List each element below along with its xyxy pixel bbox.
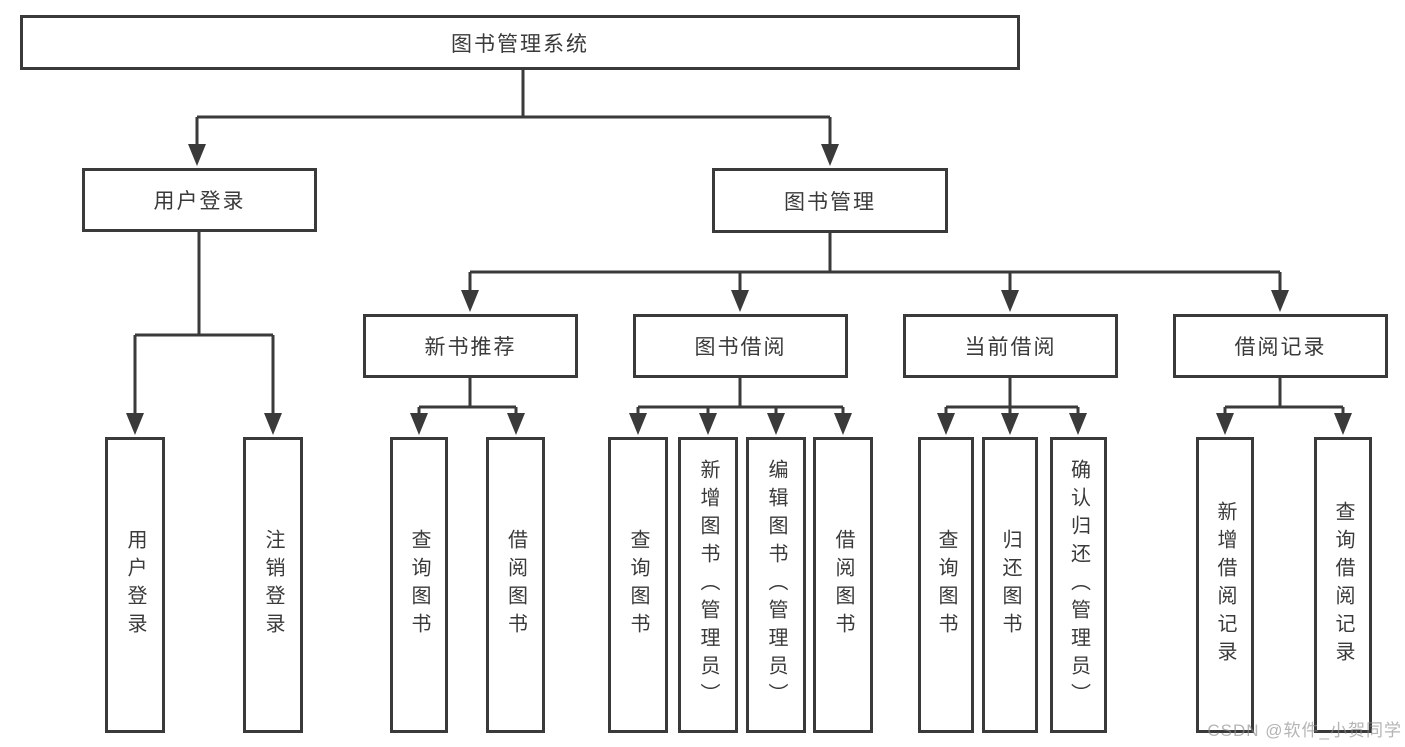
node-label: 归还图书	[999, 529, 1021, 641]
leaf-current-query-books: 查询图书	[918, 437, 974, 733]
leaf-records-query-borrow-record: 查询借阅记录	[1314, 437, 1372, 733]
leaf-borrowing-add-book-admin: 新增图书（管理员）	[678, 437, 738, 733]
node-label: 图书管理系统	[451, 32, 589, 56]
leaf-borrowing-borrow-books: 借阅图书	[813, 437, 873, 733]
node-label: 新增图书（管理员）	[697, 459, 719, 711]
node-label: 查询图书	[627, 529, 649, 641]
node-new-book-recommendation: 新书推荐	[363, 314, 578, 378]
node-label: 查询图书	[408, 529, 430, 641]
node-current-borrowing: 当前借阅	[903, 314, 1118, 378]
arrowheads	[126, 144, 1352, 435]
leaf-newbooks-query-books: 查询图书	[390, 437, 448, 733]
node-label: 用户登录	[153, 190, 246, 213]
leaf-borrowing-edit-book-admin: 编辑图书（管理员）	[746, 437, 806, 733]
node-book-borrowing: 图书借阅	[633, 314, 848, 378]
node-label: 确认归还（管理员）	[1067, 459, 1090, 711]
leaf-current-confirm-return-admin: 确认归还（管理员）	[1050, 437, 1107, 733]
node-label: 借阅图书	[832, 529, 854, 641]
node-borrowing-records: 借阅记录	[1173, 314, 1388, 378]
leaf-logout: 注销登录	[243, 437, 303, 733]
node-label: 新书推荐	[424, 336, 517, 359]
leaf-newbooks-borrow-books: 借阅图书	[486, 437, 545, 733]
node-label: 新增借阅记录	[1214, 501, 1236, 669]
leaf-current-return-books: 归还图书	[982, 437, 1038, 733]
node-label: 注销登录	[262, 529, 284, 641]
node-user-login: 用户登录	[82, 168, 317, 232]
node-label: 借阅图书	[504, 529, 527, 641]
node-label: 查询借阅记录	[1332, 501, 1354, 669]
node-label: 编辑图书（管理员）	[765, 459, 787, 711]
leaf-records-add-borrow-record: 新增借阅记录	[1196, 437, 1254, 733]
node-label: 用户登录	[124, 529, 146, 641]
node-label: 图书管理	[784, 190, 876, 214]
node-book-management: 图书管理	[712, 168, 948, 233]
node-label: 查询图书	[935, 529, 957, 641]
leaf-user-login: 用户登录	[105, 437, 165, 733]
node-library-management-system: 图书管理系统	[20, 15, 1020, 70]
node-label: 借阅记录	[1234, 336, 1327, 359]
leaf-borrowing-query-books: 查询图书	[608, 437, 668, 733]
node-label: 图书借阅	[694, 336, 787, 359]
node-label: 当前借阅	[964, 336, 1057, 359]
csdn-watermark: CSDN @软件_小贺同学	[1207, 721, 1402, 740]
